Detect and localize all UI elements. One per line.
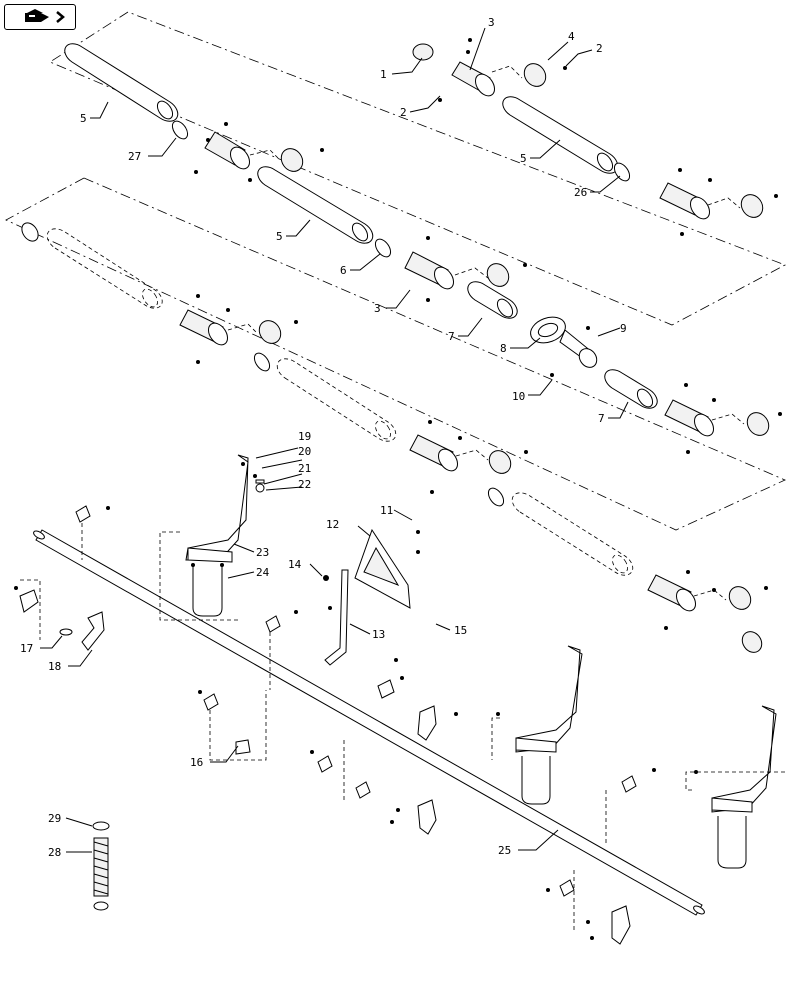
callout-13: 13 — [372, 628, 385, 641]
bearing-cap-3b — [454, 263, 527, 287]
snap-ring-6 — [374, 238, 392, 258]
callout-2a: 2 — [400, 106, 407, 119]
main-shaft-25 — [33, 529, 705, 916]
roller-tube-5b — [257, 166, 374, 244]
phantom-frame-lower — [5, 177, 786, 531]
callout-5a: 5 — [80, 112, 87, 125]
callout-23: 23 — [256, 546, 269, 559]
clip-brackets-middle — [198, 610, 458, 835]
bearing-housing-26 — [659, 168, 712, 236]
hardware-21-22 — [255, 479, 265, 493]
end-cap-lower — [741, 631, 763, 653]
callout-29: 29 — [48, 812, 61, 825]
callout-3a: 3 — [488, 16, 495, 29]
callout-4: 4 — [568, 30, 575, 43]
bearing-housing-3b — [404, 236, 455, 302]
bracket-right-1 — [491, 645, 583, 805]
callout-18: 18 — [48, 660, 61, 673]
bearing-housing-3a — [438, 38, 496, 102]
bearing-cap-27 — [249, 148, 324, 172]
bracket-right-2 — [685, 705, 786, 869]
callout-21: 21 — [298, 462, 311, 475]
clip-bracket-left — [14, 505, 110, 640]
bearing-housing-7b — [664, 383, 716, 454]
clip-brackets-right — [546, 768, 656, 945]
pivot-arm-8 — [530, 316, 598, 377]
callout-22: 22 — [298, 478, 311, 491]
spring-28 — [92, 821, 110, 911]
leader-lines — [40, 27, 629, 853]
roller-tube-5c — [502, 96, 619, 174]
callout-25: 25 — [498, 844, 511, 857]
book-hand-icon — [25, 9, 65, 23]
callout-8: 8 — [500, 342, 507, 355]
support-bar-13 — [323, 569, 349, 666]
bushing-1 — [412, 43, 434, 61]
callout-12: 12 — [326, 518, 339, 531]
bearing-housing-27 — [194, 122, 252, 182]
bearing-cap-26 — [707, 194, 778, 218]
roller-tube-lower-2 — [276, 358, 397, 442]
callout-17: 17 — [20, 642, 33, 655]
callout-5b: 5 — [520, 152, 527, 165]
callout-labels: 1 2 2 3 3 4 5 5 5 6 7 7 8 9 10 11 12 13 … — [20, 16, 627, 859]
snap-ring-26 — [613, 162, 631, 182]
bearing-cap-lower-1 — [227, 320, 298, 344]
bracket-assembly-23 — [159, 454, 257, 621]
callout-3b: 3 — [374, 302, 381, 315]
snap-ring-lower-3 — [487, 487, 505, 507]
callout-24: 24 — [256, 566, 270, 579]
callout-9: 9 — [620, 322, 627, 335]
clip-bracket-18 — [59, 611, 105, 651]
callout-10: 10 — [512, 390, 525, 403]
u-bolt-24 — [191, 563, 224, 617]
callout-14: 14 — [288, 558, 302, 571]
bearing-housing-lower-1 — [179, 294, 230, 364]
triangle-plate-12 — [354, 528, 420, 609]
roller-tube-lower-3 — [511, 492, 634, 576]
callout-11: 11 — [380, 504, 393, 517]
bushing-7a — [467, 281, 518, 319]
bushing-7b — [604, 369, 658, 409]
callout-7a: 7 — [448, 330, 455, 343]
callout-16: 16 — [190, 756, 203, 769]
callout-26: 26 — [574, 186, 587, 199]
callout-19: 19 — [298, 430, 311, 443]
callout-2b: 2 — [596, 42, 603, 55]
callout-27: 27 — [128, 150, 141, 163]
bearing-cap-4 — [491, 63, 567, 87]
snap-ring-lower-left — [21, 222, 39, 242]
bearing-cap-lower-3 — [693, 586, 768, 610]
bearing-housing-lower-2 — [409, 420, 462, 494]
callout-1: 1 — [380, 68, 387, 81]
bearing-housing-lower-3 — [647, 570, 716, 630]
snap-ring-lower-2 — [253, 352, 271, 372]
roller-tube-5a — [64, 43, 179, 122]
callout-15: 15 — [454, 624, 467, 637]
snap-ring-27 — [171, 120, 189, 140]
callout-6: 6 — [340, 264, 347, 277]
callout-5c: 5 — [276, 230, 283, 243]
bearing-cap-7b — [711, 412, 782, 436]
roller-tube-lower-1 — [46, 228, 163, 309]
callout-7b: 7 — [598, 412, 605, 425]
callout-20: 20 — [298, 445, 311, 458]
callout-28: 28 — [48, 846, 61, 859]
bearing-cap-lower-2 — [455, 449, 528, 474]
navigation-button[interactable] — [4, 4, 76, 30]
